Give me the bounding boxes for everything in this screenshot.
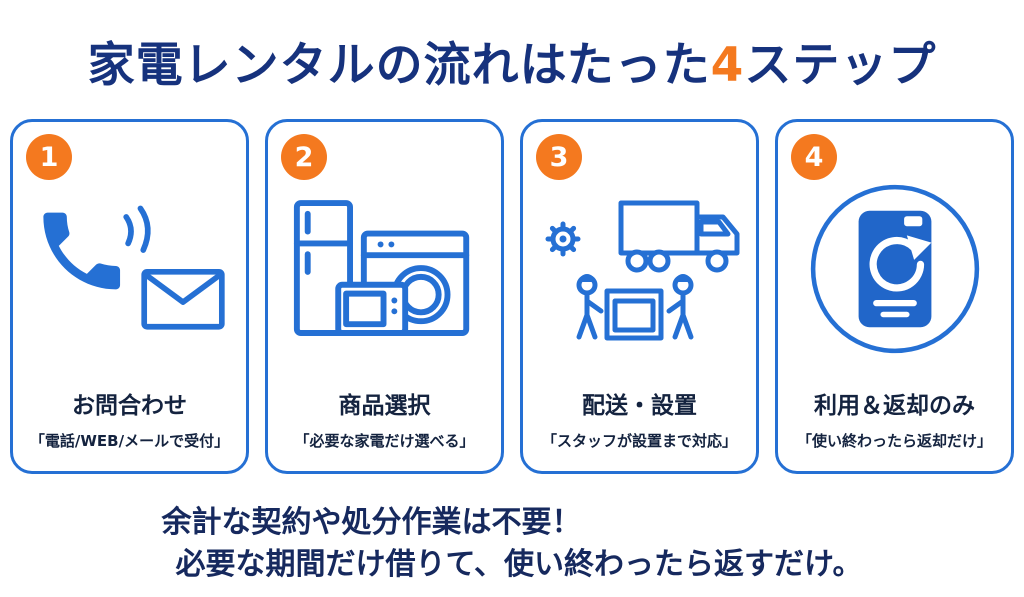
step-label: 商品選択 [338, 393, 431, 419]
step-label: お問合わせ [72, 393, 187, 419]
step-icon-area [523, 122, 756, 382]
step-icon-area [778, 122, 1011, 382]
step-icon-area [268, 122, 501, 382]
delivery-setup-icon [545, 200, 740, 341]
step-number-badge: 1 [26, 134, 72, 180]
step-caption: 「電話/WEB/メールで受付」 [29, 432, 230, 450]
step-caption: 「スタッフが設置まで対応」 [541, 432, 737, 450]
appliances-icon [293, 199, 469, 336]
step-label: 利用＆返却のみ [814, 393, 975, 419]
step-label: 配送・設置 [582, 393, 697, 419]
step-number-badge: 4 [791, 134, 837, 180]
return-phone-icon [810, 184, 979, 354]
phone-mail-icon [42, 205, 225, 330]
step-caption: 「使い終わったら返却だけ」 [796, 432, 992, 450]
step-number-badge: 3 [536, 134, 582, 180]
title-suffix: ステップ [744, 38, 937, 93]
footer-note: 余計な契約や処分作業は不要！ 必要な期間だけ借りて、使い終わったら返すだけ。 [162, 502, 863, 586]
title-highlight-number: 4 [710, 38, 745, 93]
step-card-product-select: 2 [265, 119, 504, 474]
step-card-delivery: 3 [520, 119, 759, 474]
step-card-use-return: 4 利用＆返却のみ 「使い終わったら返却だけ」 [775, 119, 1014, 474]
page-title: 家電レンタルの流れはたった4ステップ [0, 0, 1024, 95]
step-number-badge: 2 [281, 134, 327, 180]
footer-line1: 余計な契約や処分作業は不要！ [161, 505, 582, 540]
step-caption: 「必要な家電だけ選べる」 [294, 432, 475, 450]
title-prefix: 家電レンタルの流れはたった [87, 38, 711, 93]
steps-row: 1 お問合わせ 「電話/WEB/メールで受付」 2 [0, 119, 1024, 474]
footer-line2: 必要な期間だけ借りて、使い終わったら返すだけ。 [175, 547, 863, 582]
step-icon-area [13, 122, 246, 382]
step-card-contact: 1 お問合わせ 「電話/WEB/メールで受付」 [10, 119, 249, 474]
